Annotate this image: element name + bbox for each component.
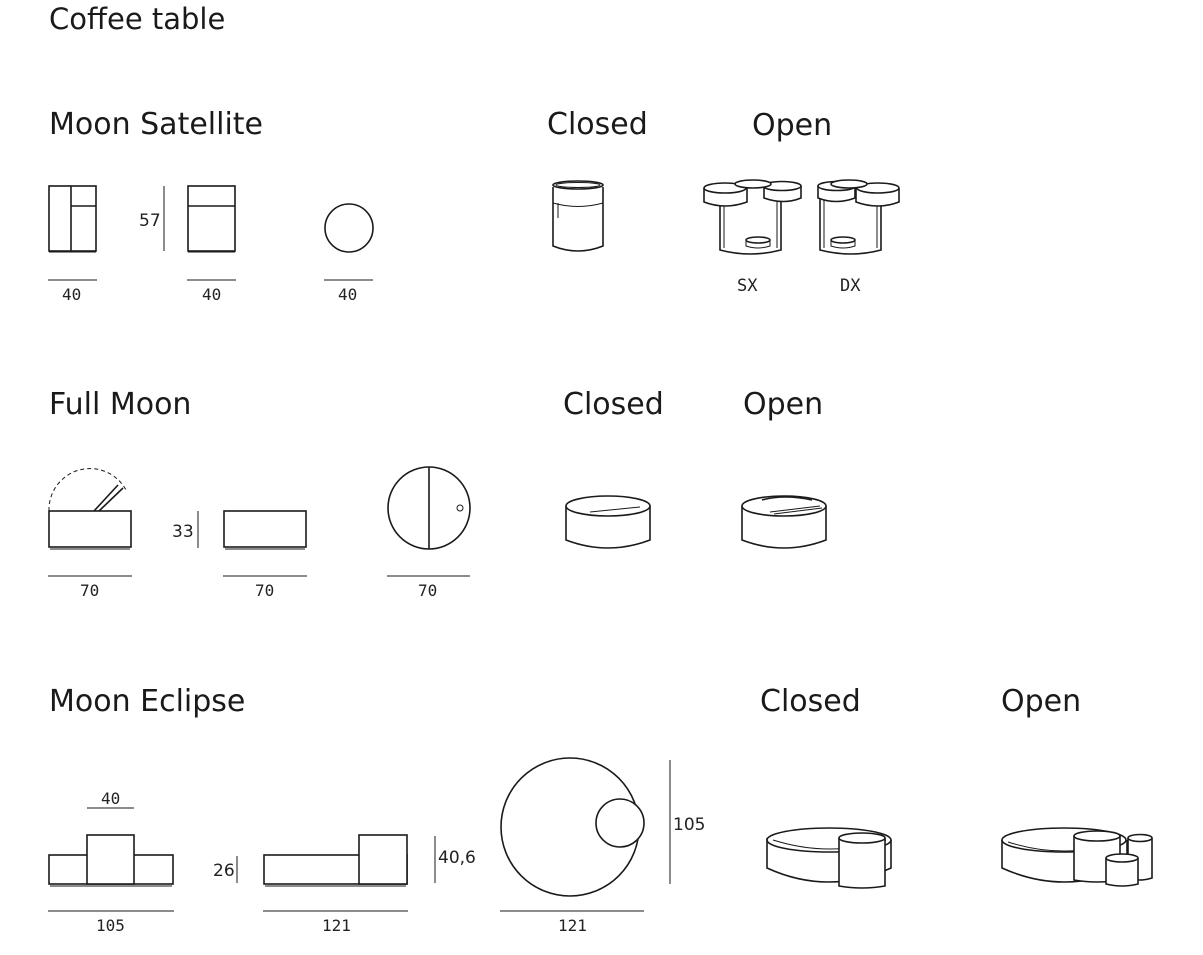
eclipse-top-view (500, 757, 645, 897)
state-label-closed: Closed (760, 684, 861, 719)
dimension-label: 70 (255, 581, 275, 600)
state-label-open: Open (1001, 684, 1082, 719)
dimension-label: 70 (80, 581, 100, 600)
state-label-open: Open (743, 387, 824, 422)
eclipse-front-view (48, 834, 174, 887)
satellite-front-view (48, 185, 97, 253)
dimension-label: 105 (96, 916, 125, 935)
fullmoon-side-view (223, 510, 307, 550)
dimension-label: 40 (338, 285, 358, 304)
dimension-label: 70 (418, 581, 438, 600)
eclipse-open-drawing (1001, 827, 1153, 887)
fullmoon-closed-drawing (565, 495, 651, 549)
eclipse-side-view (263, 834, 408, 887)
state-label-open: Open (752, 108, 833, 143)
dimension-label: 40 (101, 789, 121, 808)
satellite-side-view (187, 185, 236, 253)
dimension-label: 121 (558, 916, 587, 935)
product-title-eclipse: Moon Eclipse (49, 684, 246, 719)
state-label-closed: Closed (547, 107, 648, 142)
dimension-label: 33 (172, 522, 194, 542)
dimension-label: 40 (202, 285, 222, 304)
dimension-label: 105 (673, 815, 706, 835)
satellite-top-view (324, 203, 374, 253)
variant-label-sx: SX (737, 276, 758, 296)
dimension-label: 40 (62, 285, 82, 304)
fullmoon-open-drawing (741, 495, 827, 549)
state-label-closed: Closed (563, 387, 664, 422)
fullmoon-top-view (387, 466, 471, 550)
satellite-closed-drawing (552, 180, 604, 252)
product-title-satellite: Moon Satellite (49, 107, 264, 142)
product-title-fullmoon: Full Moon (49, 387, 192, 422)
variant-label-dx: DX (840, 276, 861, 296)
page-title: Coffee table (49, 2, 226, 36)
dimension-label: 121 (322, 916, 351, 935)
dimension-label: 26 (213, 861, 235, 881)
eclipse-closed-drawing (766, 827, 892, 889)
dimension-label: 57 (139, 211, 161, 231)
dimension-label: 40,6 (438, 848, 476, 868)
fullmoon-front-view (48, 468, 132, 550)
satellite-open-sx-drawing (703, 179, 802, 255)
satellite-open-dx-drawing (817, 179, 900, 255)
